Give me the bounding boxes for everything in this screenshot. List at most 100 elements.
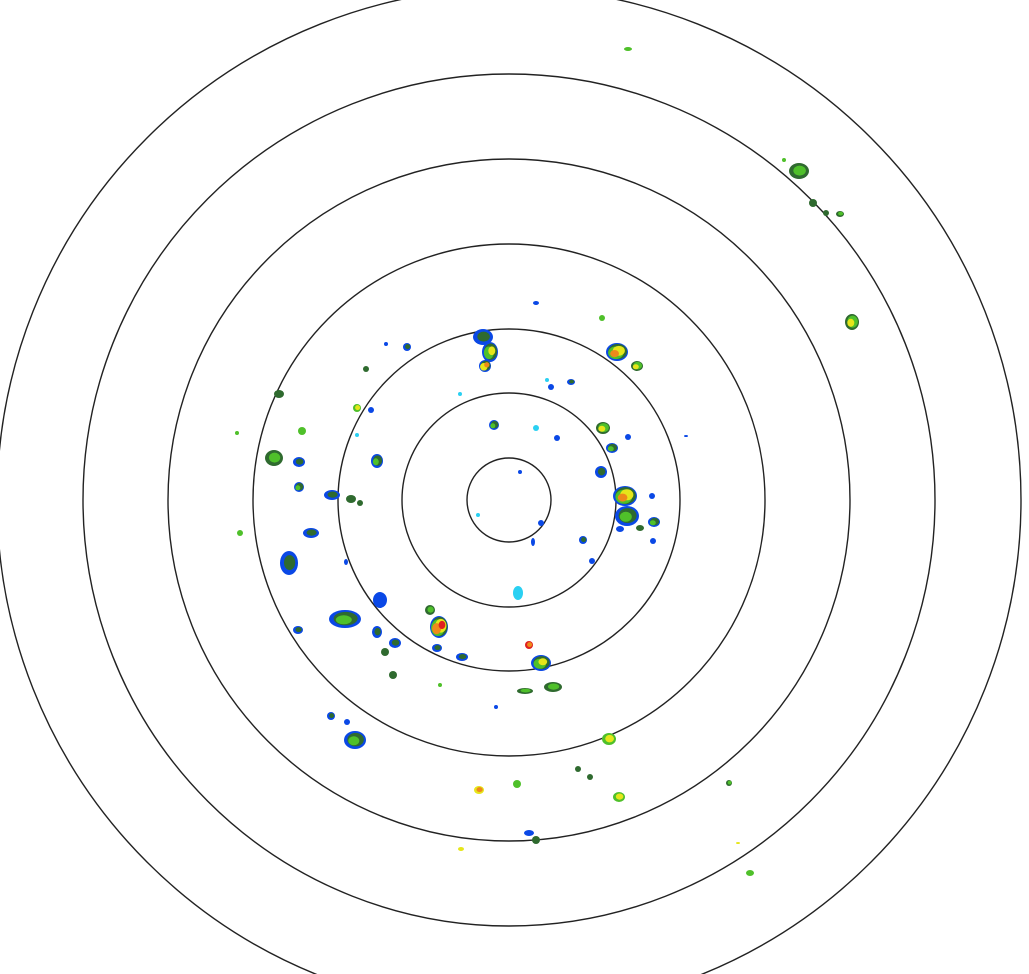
echo-layer [381,648,389,656]
echo-layer [237,530,243,536]
echo-cell [298,427,306,435]
echo-layer [597,467,606,476]
echo-layer [607,446,614,452]
echo-cell [649,493,655,499]
echo-layer [438,683,442,687]
echo-cell [544,682,562,692]
echo-layer [632,364,639,370]
echo-cell [438,683,442,687]
echo-cell [567,379,575,385]
echo-layer [477,331,490,342]
echo-layer [533,425,539,431]
echo-cell [235,431,239,435]
echo-layer [283,555,296,571]
echo-cell [616,526,624,532]
echo-cell [368,407,374,413]
echo-layer [268,452,281,463]
echo-cell [237,530,243,536]
echo-layer [809,199,817,207]
echo-layer [617,493,628,502]
echo-cell [489,420,499,430]
echo-cell [615,506,639,526]
echo-cell [324,490,340,500]
echo-cell [587,774,593,780]
echo-cell [684,435,688,437]
echo-cell [533,425,539,431]
echo-layer [235,431,239,435]
echo-layer [274,390,284,398]
echo-layer [458,654,467,660]
echo-layer [329,713,335,719]
echo-layer [513,586,523,600]
echo-layer [518,470,522,474]
echo-cell [631,361,643,371]
echo-layer [348,736,360,746]
echo-layer [374,627,381,636]
echo-layer [494,705,498,709]
echo-layer [533,301,539,305]
echo-cell [458,847,464,851]
echo-cell [430,616,448,638]
echo-layer [527,642,533,648]
echo-cell [746,870,754,876]
echo-cell [836,211,844,217]
echo-layer [619,511,632,522]
range-ring [252,243,766,757]
echo-cell [344,719,350,725]
echo-layer [306,529,317,536]
echo-cell [479,360,491,372]
echo-layer [513,780,521,788]
echo-cell [265,450,283,466]
echo-layer [538,520,544,526]
echo-cell [579,536,587,544]
echo-layer [368,407,374,413]
echo-cell [782,158,786,162]
echo-layer [589,558,595,564]
echo-layer [538,658,548,666]
echo-cell [548,384,554,390]
echo-cell [613,792,625,802]
echo-cell [545,378,549,382]
echo-layer [372,458,379,466]
echo-layer [598,425,606,432]
range-ring [82,73,936,927]
echo-layer [636,525,644,531]
echo-layer [488,346,496,356]
echo-layer [458,847,464,851]
echo-cell [575,766,581,772]
echo-cell [596,422,610,434]
echo-cell [845,314,859,330]
echo-layer [823,210,829,216]
echo-cell [524,830,534,836]
echo-layer [605,734,614,743]
echo-layer [357,500,363,506]
echo-cell [518,470,522,474]
echo-cell [532,836,540,844]
echo-layer [384,342,388,346]
echo-cell [789,163,809,179]
echo-layer [355,433,359,437]
echo-layer [344,559,348,565]
echo-cell [329,610,361,628]
echo-layer [599,315,605,321]
range-ring [466,457,552,543]
echo-cell [280,551,298,575]
echo-layer [547,683,560,690]
precipitation-echoes [235,47,859,876]
echo-cell [474,786,484,794]
echo-layer [524,830,534,836]
echo-cell [599,315,605,321]
echo-cell [458,392,462,396]
echo-cell [294,482,304,492]
echo-cell [554,435,560,441]
echo-layer [531,538,535,546]
echo-layer [575,766,581,772]
echo-layer [727,780,732,785]
echo-cell [303,528,319,538]
echo-layer [484,362,490,368]
echo-layer [616,526,624,532]
echo-layer [649,493,655,499]
echo-cell [381,648,389,656]
